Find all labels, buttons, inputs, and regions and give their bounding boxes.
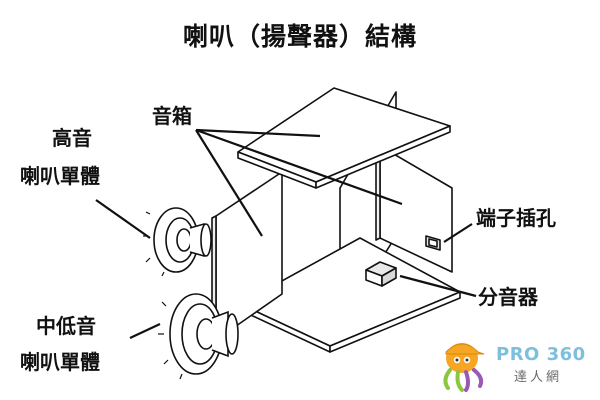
crossover-icon	[365, 261, 397, 287]
woofer-driver-icon	[169, 293, 239, 375]
enclosure-label: 音箱	[152, 104, 192, 128]
logo-tagline: 達人網	[514, 370, 563, 385]
diagram-title: 喇叭（揚聲器）結構	[182, 22, 417, 51]
logo-wordmark: PRO 360	[496, 344, 586, 365]
terminal-label: 端子插孔	[476, 206, 556, 230]
motion-marks	[143, 211, 183, 380]
tweeter-label-line2: 喇叭單體	[20, 164, 100, 188]
callout-lines	[95, 128, 477, 339]
crossover-label: 分音器	[478, 285, 538, 309]
bottom-panel	[239, 237, 461, 353]
pro360-mascot-logo	[443, 343, 485, 392]
top-panel	[237, 87, 451, 189]
tweeter-label-line1: 高音	[52, 126, 92, 150]
woofer-label-line1: 中低音	[36, 314, 96, 338]
woofer-label-line2: 喇叭單體	[20, 350, 100, 374]
terminal-jack-icon	[425, 235, 441, 251]
tweeter-driver-icon	[153, 207, 212, 273]
